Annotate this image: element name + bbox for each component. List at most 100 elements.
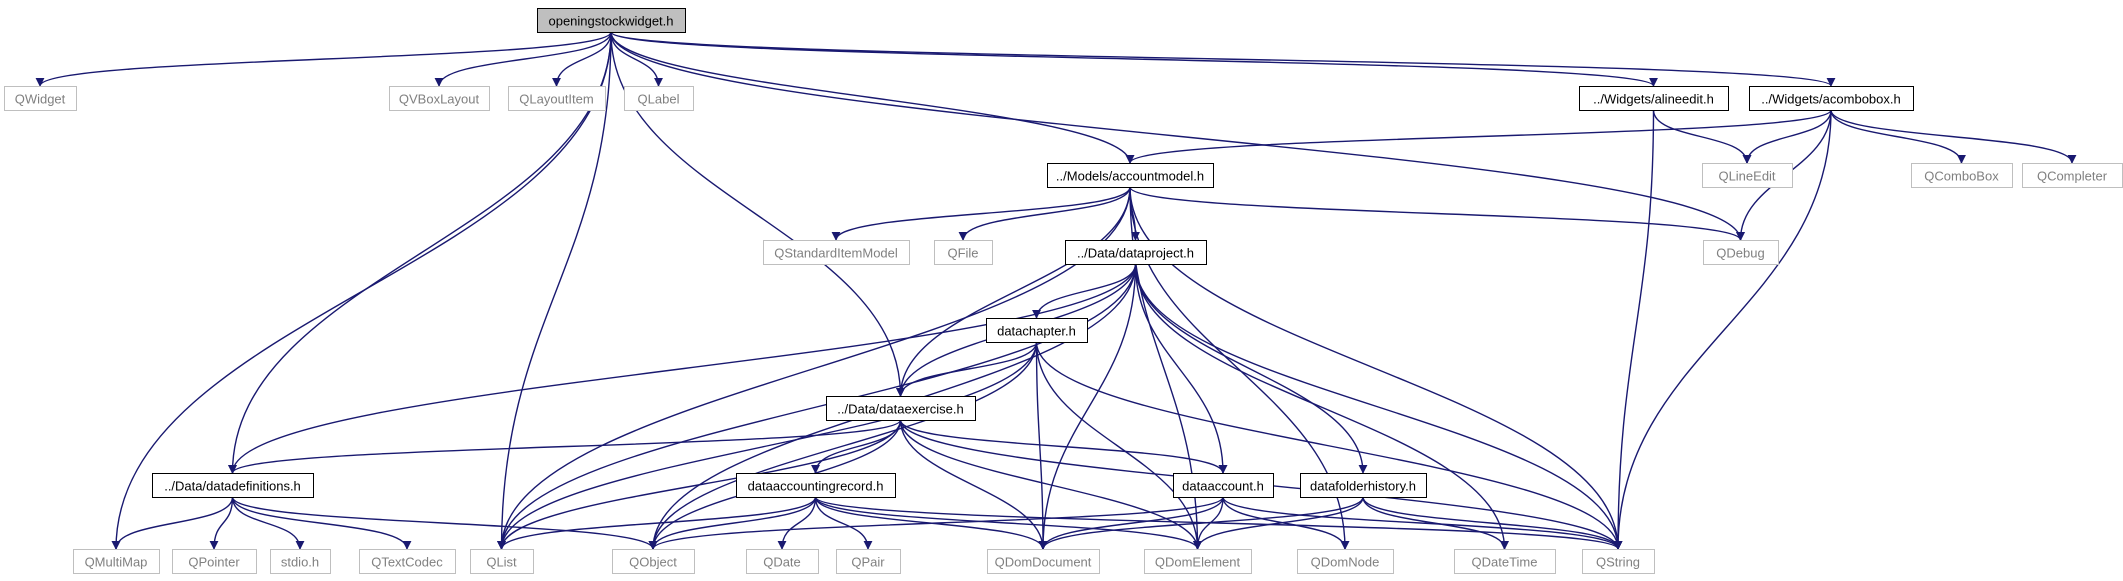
node-dataaccount[interactable]: dataaccount.h xyxy=(1173,473,1274,498)
node-box-qstandarditemmodel xyxy=(763,240,910,265)
edge-dataexercise-to-qdomdocument xyxy=(899,419,1048,550)
edge-datachapter-to-qdomelement xyxy=(1035,341,1202,550)
node-label-datadefinitions: ../Data/datadefinitions.h xyxy=(164,479,301,494)
edge-accountmodel-to-qstandarditemmodel xyxy=(831,186,1131,241)
node-qdatetime: QDateTime xyxy=(1454,549,1556,574)
node-box-qdatetime xyxy=(1454,549,1556,574)
node-dataaccountingrecord[interactable]: dataaccountingrecord.h xyxy=(736,473,896,498)
edge-dataproject-to-dataaccount xyxy=(1134,263,1228,474)
node-qlineedit: QLineEdit xyxy=(1702,163,1793,188)
node-qdomdocument: QDomDocument xyxy=(987,549,1100,574)
node-root[interactable]: openingstockwidget.h xyxy=(537,8,686,33)
edge-dataaccountingrecord-to-qobject xyxy=(648,496,817,550)
edge-acombobox-to-accountmodel xyxy=(1125,109,1832,164)
node-box-root xyxy=(537,8,686,33)
edge-dataaccount-to-qstring xyxy=(1222,496,1623,550)
edge-datachapter-to-qlist xyxy=(497,341,1038,550)
node-qobject: QObject xyxy=(612,549,695,574)
node-label-qdate: QDate xyxy=(763,555,801,570)
edge-datafolderhistory-to-qstring xyxy=(1362,496,1623,550)
node-label-dataaccountingrecord: dataaccountingrecord.h xyxy=(748,479,884,494)
edge-root-to-qmultimap xyxy=(111,31,612,550)
node-box-qcompleter xyxy=(2022,163,2123,188)
edge-root-to-qvboxlayout xyxy=(434,31,612,87)
edge-datadefinitions-to-stdio xyxy=(231,496,305,550)
node-qdomelement: QDomElement xyxy=(1144,549,1252,574)
node-box-qdomdocument xyxy=(987,549,1100,574)
node-qmultimap: QMultiMap xyxy=(73,549,160,574)
node-box-dataaccount xyxy=(1173,473,1274,498)
node-label-qpair: QPair xyxy=(851,555,885,570)
edge-root-to-qlayoutitem xyxy=(552,31,612,87)
node-box-qdate xyxy=(746,549,819,574)
node-box-qlist xyxy=(470,549,534,574)
node-label-qdomdocument: QDomDocument xyxy=(995,555,1092,570)
edge-dataexercise-to-datadefinitions xyxy=(228,419,902,474)
node-label-qobject: QObject xyxy=(629,555,677,570)
node-acombobox[interactable]: ../Widgets/acombobox.h xyxy=(1749,86,1914,111)
edge-acombobox-to-qlineedit xyxy=(1742,109,1832,164)
node-qwidget: QWidget xyxy=(4,86,77,111)
node-alineedit[interactable]: ../Widgets/alineedit.h xyxy=(1579,86,1729,111)
node-box-accountmodel xyxy=(1047,163,1214,188)
edge-acombobox-to-qcombobox xyxy=(1830,109,1966,164)
node-label-qmultimap: QMultiMap xyxy=(85,555,148,570)
node-dataproject[interactable]: ../Data/dataproject.h xyxy=(1065,240,1207,265)
node-label-datafolderhistory: datafolderhistory.h xyxy=(1310,479,1416,494)
node-accountmodel[interactable]: ../Models/accountmodel.h xyxy=(1047,163,1214,188)
node-qlayoutitem: QLayoutItem xyxy=(508,86,606,111)
node-box-qobject xyxy=(612,549,695,574)
node-box-datafolderhistory xyxy=(1300,473,1427,498)
node-label-qdomnode: QDomNode xyxy=(1311,555,1380,570)
node-label-alineedit: ../Widgets/alineedit.h xyxy=(1593,92,1714,107)
node-qpair: QPair xyxy=(836,549,901,574)
node-qcombobox: QComboBox xyxy=(1911,163,2013,188)
node-qdomnode: QDomNode xyxy=(1297,549,1394,574)
node-label-qlabel: QLabel xyxy=(638,92,680,107)
edge-root-to-qlabel xyxy=(610,31,663,87)
node-box-qwidget xyxy=(4,86,77,111)
node-label-qdatetime: QDateTime xyxy=(1472,555,1538,570)
node-box-stdio xyxy=(270,549,331,574)
node-datadefinitions[interactable]: ../Data/datadefinitions.h xyxy=(152,473,314,498)
edge-datafolderhistory-to-qdomelement xyxy=(1193,496,1364,550)
node-qfile: QFile xyxy=(934,240,993,265)
node-label-qlayoutitem: QLayoutItem xyxy=(519,92,593,107)
node-box-qstring xyxy=(1582,549,1655,574)
node-datafolderhistory[interactable]: datafolderhistory.h xyxy=(1300,473,1427,498)
node-stdio: stdio.h xyxy=(270,549,331,574)
edge-accountmodel-to-qdebug xyxy=(1129,186,1745,241)
node-label-accountmodel: ../Models/accountmodel.h xyxy=(1056,169,1204,184)
node-label-acombobox: ../Widgets/acombobox.h xyxy=(1761,92,1900,107)
node-qdebug: QDebug xyxy=(1703,240,1779,265)
node-label-qdebug: QDebug xyxy=(1716,246,1764,261)
node-label-stdio: stdio.h xyxy=(281,555,319,570)
node-box-qpair xyxy=(836,549,901,574)
node-label-qstandarditemmodel: QStandardItemModel xyxy=(774,246,898,261)
node-box-qlabel xyxy=(624,86,694,111)
edge-root-to-accountmodel xyxy=(610,31,1135,164)
edge-dataproject-to-datafolderhistory xyxy=(1134,263,1368,474)
edge-dataaccount-to-qdomdocument xyxy=(1038,496,1224,550)
node-box-alineedit xyxy=(1579,86,1729,111)
node-box-qcombobox xyxy=(1911,163,2013,188)
node-box-qtextcodec xyxy=(359,549,456,574)
edge-alineedit-to-qlineedit xyxy=(1652,109,1752,164)
node-label-qpointer: QPointer xyxy=(188,555,240,570)
node-qpointer: QPointer xyxy=(172,549,257,574)
node-label-qtextcodec: QTextCodec xyxy=(371,555,443,570)
node-box-qvboxlayout xyxy=(389,86,490,111)
node-box-datachapter xyxy=(986,318,1088,343)
node-box-qfile xyxy=(934,240,993,265)
node-qcompleter: QCompleter xyxy=(2022,163,2123,188)
node-datachapter[interactable]: datachapter.h xyxy=(986,318,1088,343)
node-box-qlayoutitem xyxy=(508,86,606,111)
edge-datafolderhistory-to-qdomdocument xyxy=(1038,496,1364,550)
node-qdate: QDate xyxy=(746,549,819,574)
node-label-qcompleter: QCompleter xyxy=(2037,169,2108,184)
node-label-dataproject: ../Data/dataproject.h xyxy=(1077,246,1194,261)
node-dataexercise[interactable]: ../Data/dataexercise.h xyxy=(826,396,976,421)
edge-dataaccount-to-qobject xyxy=(648,496,1224,550)
node-label-dataexercise: ../Data/dataexercise.h xyxy=(837,402,963,417)
node-label-qwidget: QWidget xyxy=(15,92,66,107)
